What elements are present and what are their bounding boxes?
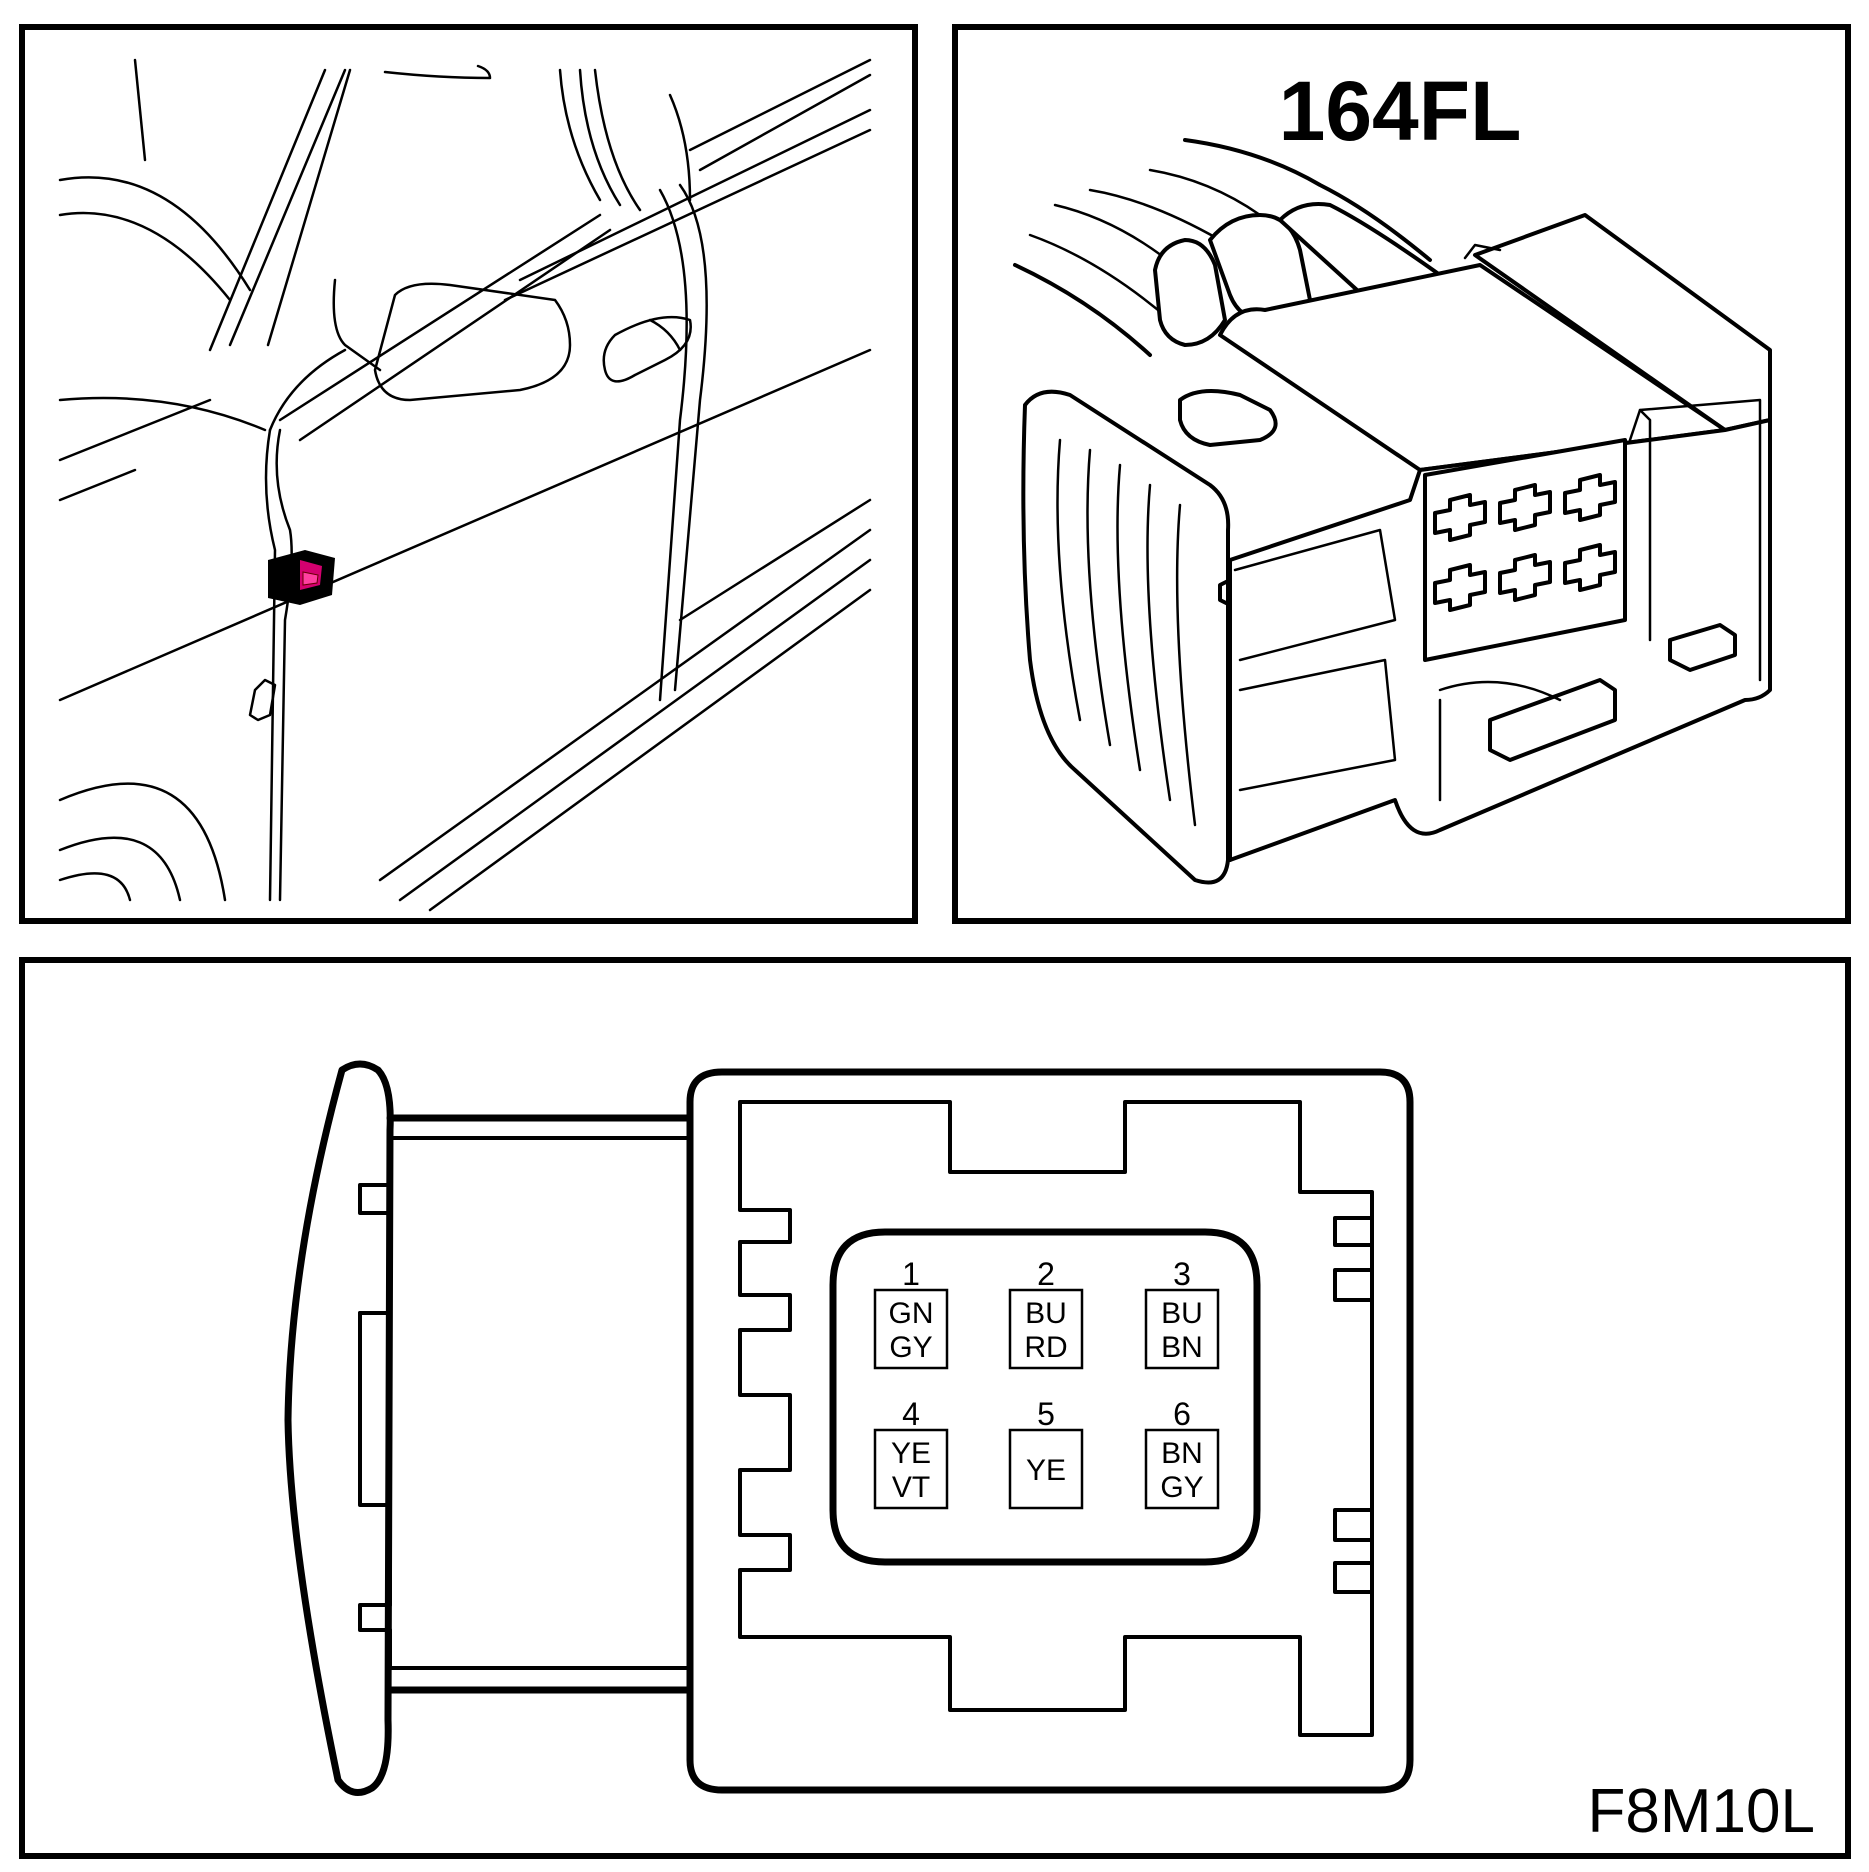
- pin-cavity: [1144, 1288, 1220, 1370]
- pin-color-1: YE: [891, 1437, 931, 1470]
- pin-1: 1 GN GY: [873, 1256, 949, 1370]
- pin-color-1: GN: [889, 1297, 934, 1330]
- connector-location-marker: [268, 550, 335, 605]
- pin-2: 2 BU RD: [1008, 1256, 1084, 1370]
- figure-code-label: F8M10L: [1588, 1777, 1815, 1846]
- connector-id-label: 164FL: [1279, 64, 1522, 158]
- pin-cavity: [873, 1428, 949, 1510]
- panel-vehicle-view: [19, 24, 918, 924]
- pin-color-1: YE: [1026, 1454, 1066, 1487]
- pin-4: 4 YE VT: [873, 1396, 949, 1510]
- pin-3: 3 BU BN: [1144, 1256, 1220, 1370]
- panel-connector-face: 1 GN GY 2 BU RD 3 BU BN 4 YE VT 5 YE: [19, 957, 1851, 1859]
- pin-cavity: [1144, 1428, 1220, 1510]
- pin-number: 5: [1037, 1396, 1055, 1432]
- pin-number: 4: [902, 1396, 920, 1432]
- pin-number: 2: [1037, 1256, 1055, 1292]
- pin-number: 1: [902, 1256, 920, 1292]
- connector-3d-illustration: [1013, 138, 1772, 885]
- pin-color-1: BN: [1161, 1437, 1203, 1470]
- pin-number: 3: [1173, 1256, 1191, 1292]
- pin-cavity: [1008, 1428, 1084, 1510]
- pin-color-2: VT: [892, 1471, 930, 1504]
- pin-5: 5 YE: [1008, 1396, 1084, 1510]
- pin-color-2: BN: [1161, 1331, 1203, 1364]
- connector-face-outline: [284, 1060, 1414, 1796]
- pin-cavity: [1008, 1288, 1084, 1370]
- car-door-illustration: [58, 58, 872, 912]
- cavity-grid: [1433, 473, 1617, 612]
- pin-cavity: [873, 1288, 949, 1370]
- pin-6: 6 BN GY: [1144, 1396, 1220, 1510]
- pin-color-2: GY: [889, 1331, 932, 1364]
- pin-color-2: GY: [1160, 1471, 1203, 1504]
- pin-color-1: BU: [1025, 1297, 1067, 1330]
- panel-connector-3d: 164FL: [952, 24, 1851, 924]
- pin-color-1: BU: [1161, 1297, 1203, 1330]
- pin-number: 6: [1173, 1396, 1191, 1432]
- pin-color-2: RD: [1024, 1331, 1067, 1364]
